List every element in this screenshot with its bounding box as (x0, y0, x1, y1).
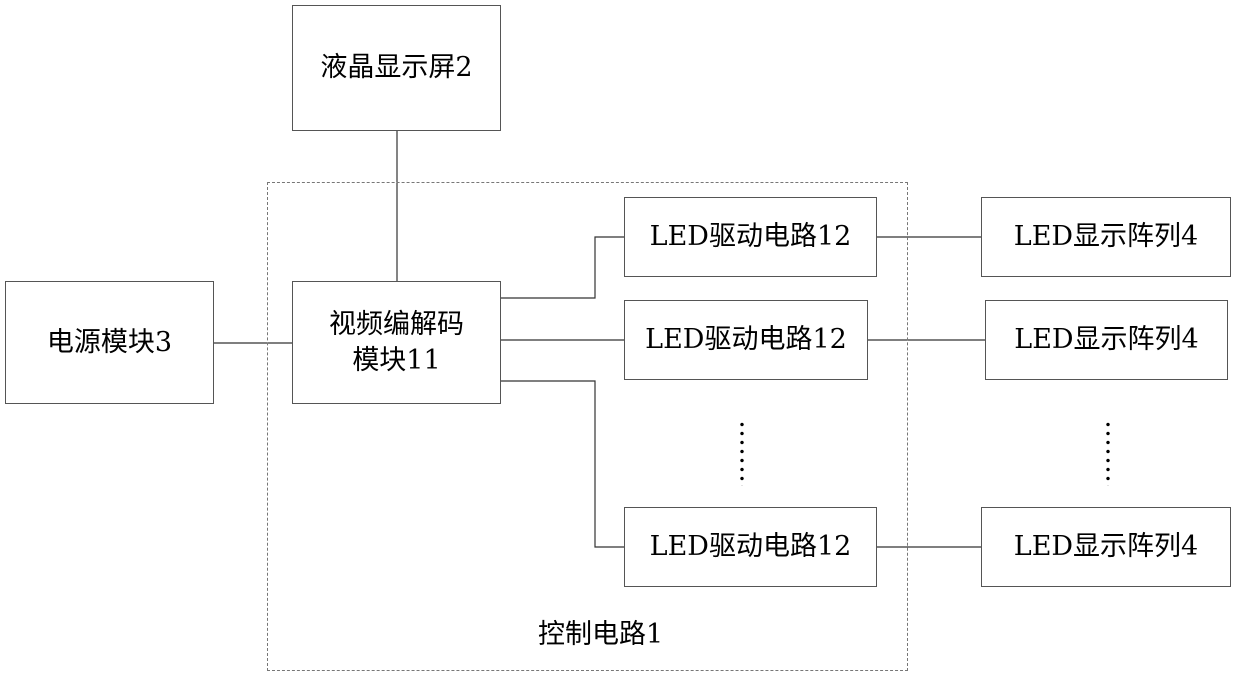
led-array-label-1: LED显示阵列4 (1014, 219, 1198, 254)
led-array-box-2: LED显示阵列4 (985, 300, 1228, 380)
video-codec-box: 视频编解码 模块11 (292, 281, 501, 404)
array-ellipsis (1106, 420, 1110, 486)
led-driver-label-2: LED驱动电路12 (645, 322, 847, 357)
driver-ellipsis (740, 420, 744, 486)
power-module-box: 电源模块3 (5, 281, 214, 404)
led-array-box-3: LED显示阵列4 (981, 507, 1231, 587)
power-module-label: 电源模块3 (47, 325, 172, 360)
led-array-label-3: LED显示阵列4 (1014, 529, 1198, 564)
led-driver-box-2: LED驱动电路12 (624, 300, 868, 380)
led-array-label-2: LED显示阵列4 (1014, 322, 1198, 357)
led-array-box-1: LED显示阵列4 (981, 197, 1231, 277)
led-driver-label-1: LED驱动电路12 (650, 219, 852, 254)
control-circuit-label: 控制电路1 (538, 612, 663, 651)
video-codec-label-line2: 模块11 (352, 343, 440, 378)
video-codec-label-line1: 视频编解码 (329, 307, 464, 342)
lcd-display-label: 液晶显示屏2 (320, 50, 472, 85)
lcd-display-box: 液晶显示屏2 (292, 5, 501, 131)
led-driver-box-1: LED驱动电路12 (624, 197, 877, 277)
led-driver-label-3: LED驱动电路12 (650, 529, 852, 564)
led-driver-box-3: LED驱动电路12 (624, 507, 877, 587)
